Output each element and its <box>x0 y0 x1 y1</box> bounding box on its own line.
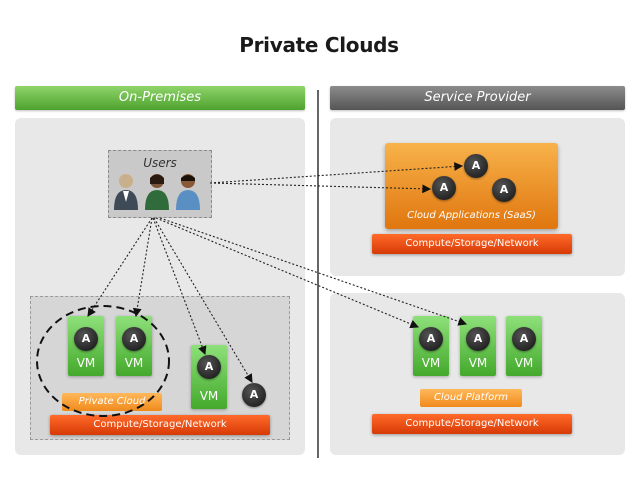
user-icon <box>114 174 138 210</box>
arrow-users-to-saas <box>209 182 432 194</box>
vm-label: VM <box>421 356 441 370</box>
private-cloud-boundary <box>36 305 170 417</box>
platform-app-circle: A <box>512 327 536 351</box>
vm-label: VM <box>76 356 96 370</box>
app-circle: A <box>242 383 266 407</box>
platform-compute-bar: Compute/Storage/Network <box>372 414 572 434</box>
arrow-users-to-vm <box>132 217 153 318</box>
page-title: Private Clouds <box>239 33 399 57</box>
saas-compute-bar: Compute/Storage/Network <box>372 234 572 254</box>
vm-label: VM <box>468 356 488 370</box>
app-circle: A <box>74 327 98 351</box>
vm-label: VM <box>199 389 219 403</box>
user-icon <box>176 174 200 210</box>
vm-label: VM <box>514 356 534 370</box>
cloud-applications-label: Cloud Applications (SaaS) <box>407 210 536 221</box>
users-label: Users <box>143 156 177 170</box>
saas-app-circle: A <box>492 178 516 202</box>
arrow-users-to-vm <box>87 217 153 317</box>
arrow-users-to-saas <box>209 162 464 184</box>
divider <box>317 90 319 458</box>
onprem-compute-bar: Compute/Storage/Network <box>50 415 270 435</box>
arrow-users-to-app <box>153 217 253 383</box>
cloud-platform-bar: Cloud Platform <box>420 389 522 407</box>
users-icon-group <box>114 174 200 210</box>
user-icon <box>145 174 169 210</box>
platform-app-circle: A <box>466 327 490 351</box>
app-circle: A <box>122 327 146 351</box>
on-premises-header: On-Premises <box>15 86 305 110</box>
app-circle: A <box>197 355 221 379</box>
arrow-users-to-platform <box>155 217 420 329</box>
platform-app-circle: A <box>419 327 443 351</box>
private-cloud-bar: Private Cloud <box>62 393 162 411</box>
saas-app-circle: A <box>464 154 488 178</box>
arrow-users-to-vm <box>152 217 207 356</box>
saas-app-circle: A <box>432 176 456 200</box>
arrow-users-to-platform <box>159 217 468 326</box>
service-provider-header: Service Provider <box>330 86 625 110</box>
vm-label: VM <box>124 356 144 370</box>
